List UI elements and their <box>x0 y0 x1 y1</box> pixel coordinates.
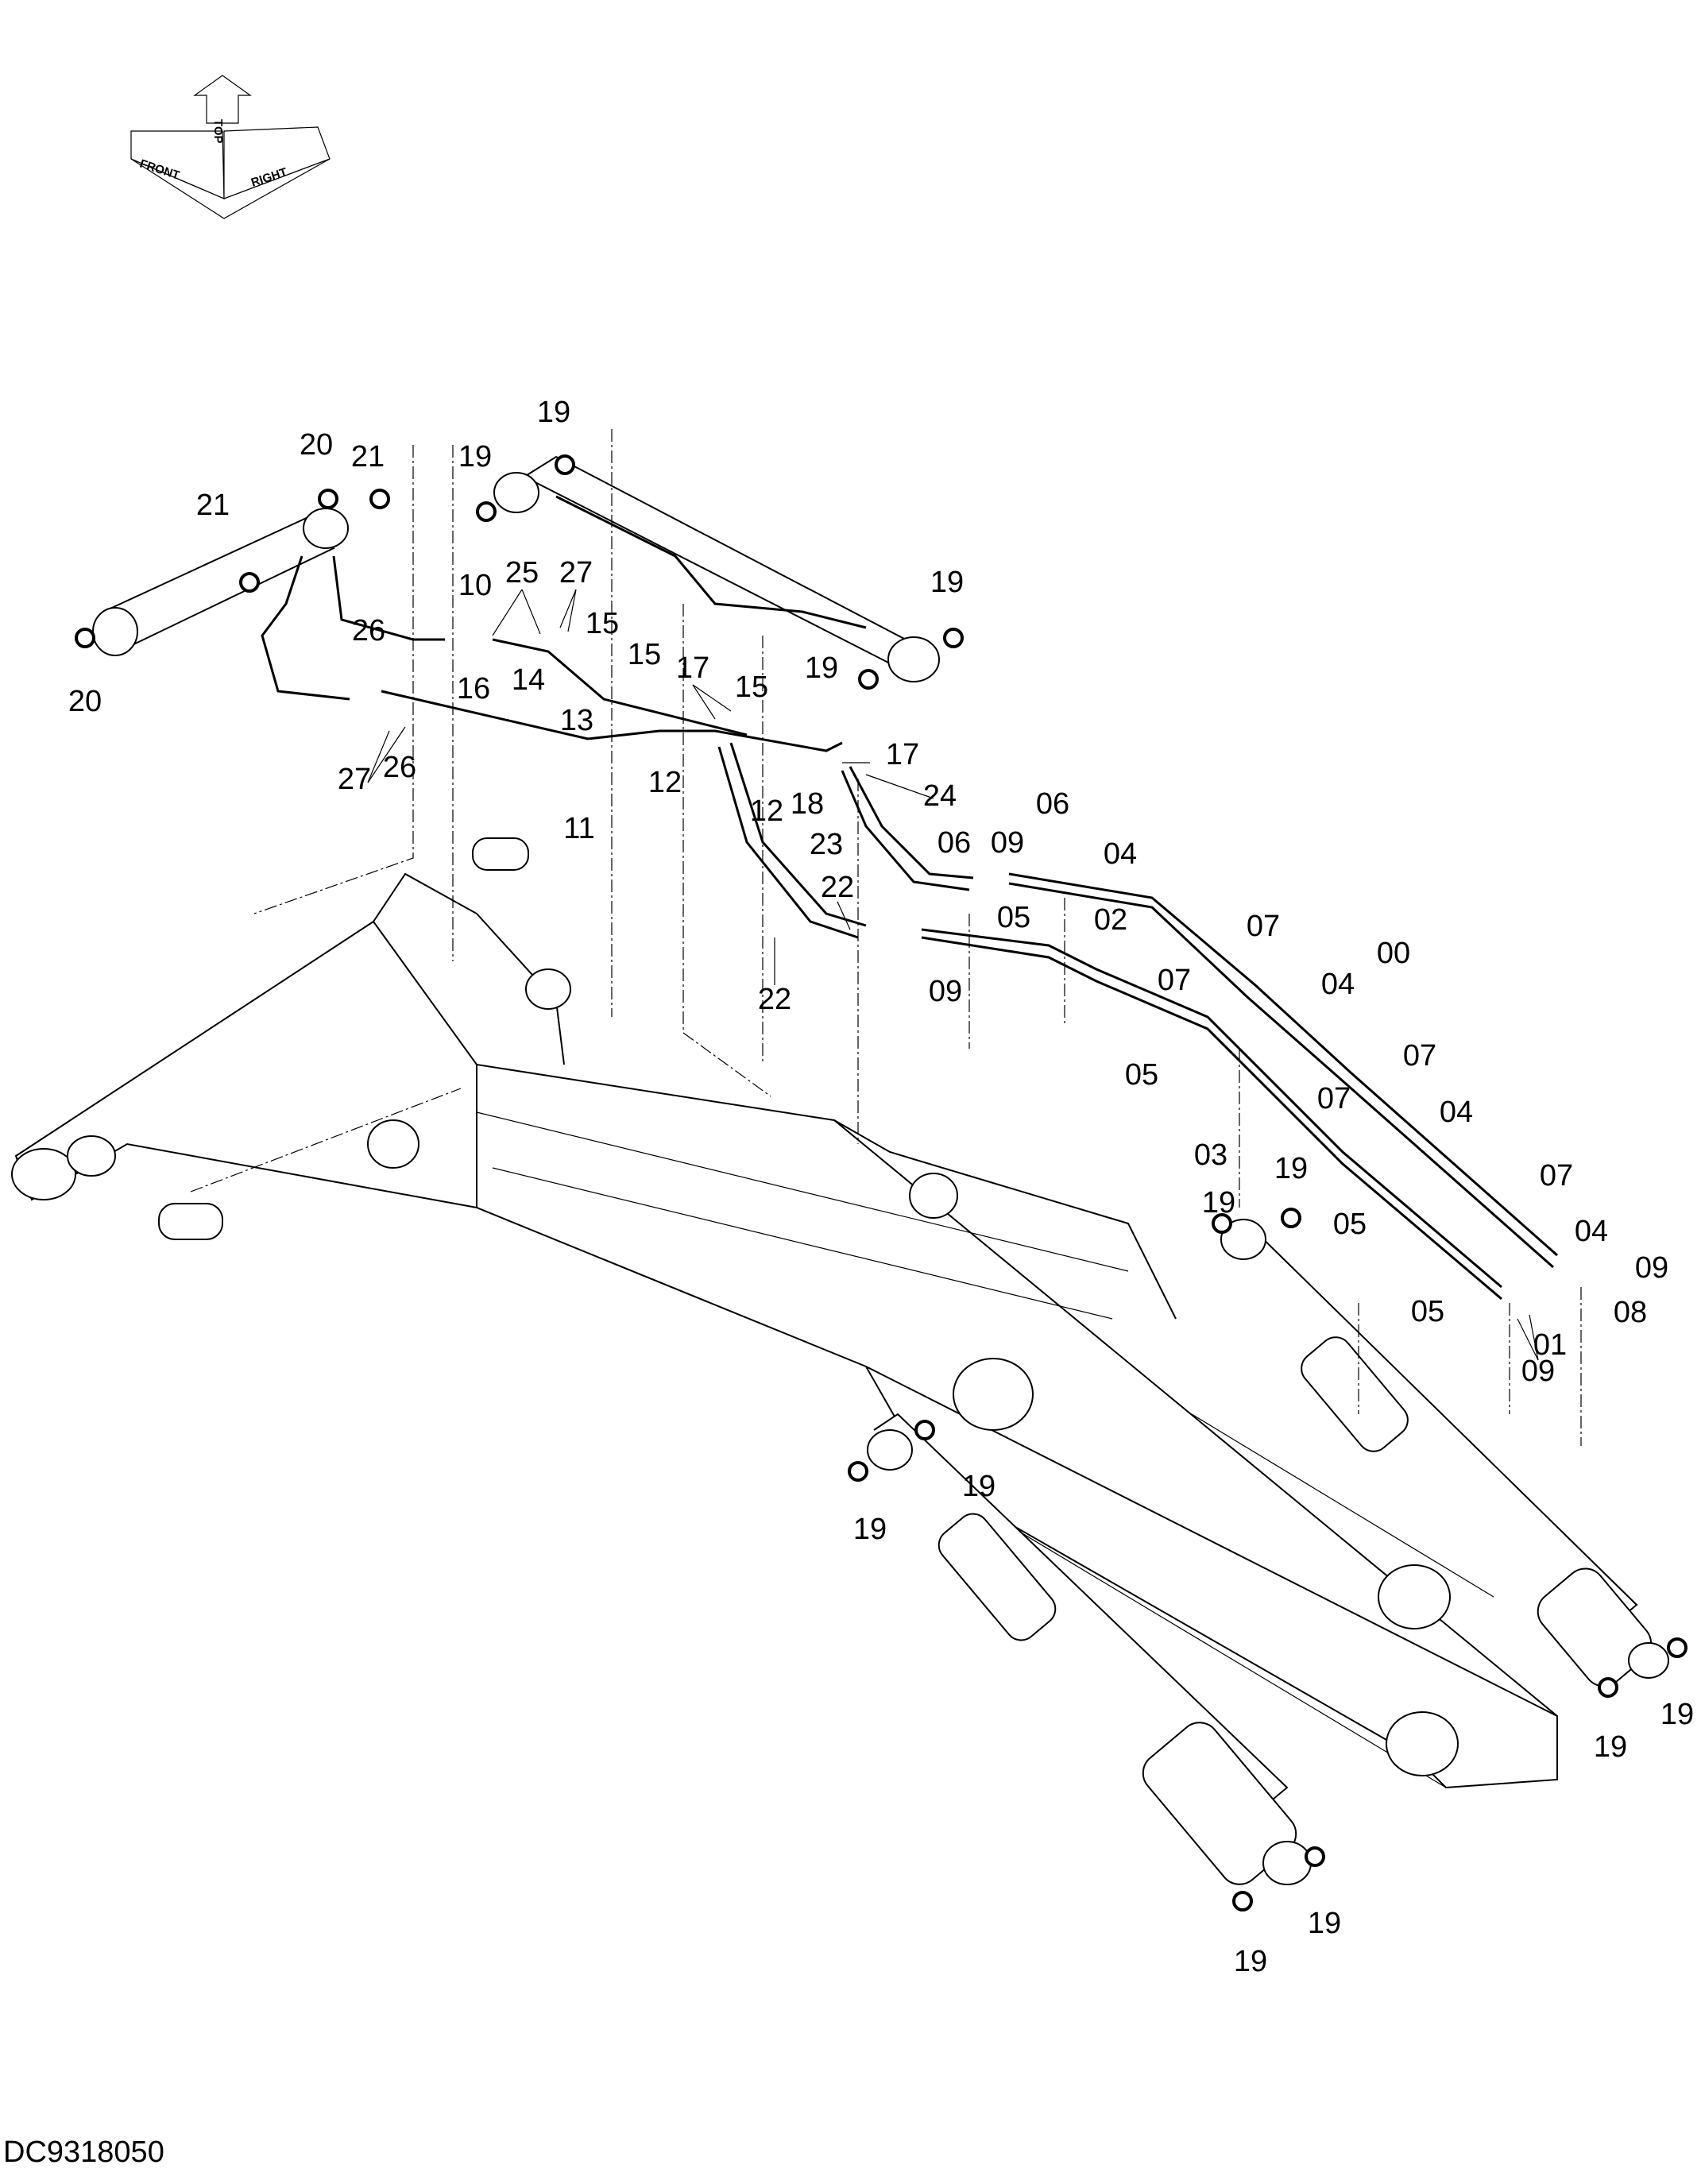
front-label: FRONT <box>138 157 181 183</box>
callout-01: 01 <box>1533 1328 1567 1362</box>
o-rings <box>75 454 1687 1911</box>
callout-19-f: 19 <box>1202 1186 1235 1220</box>
callout-19-j: 19 <box>1594 1730 1627 1764</box>
callout-19-b: 19 <box>458 440 492 474</box>
callout-02: 02 <box>1094 903 1127 937</box>
callout-09b: 09 <box>929 975 962 1008</box>
callout-05c: 05 <box>1333 1208 1367 1241</box>
right-label: RIGHT <box>249 165 289 190</box>
callout-17b: 17 <box>886 738 919 771</box>
leader-lines <box>190 429 1582 1446</box>
hydraulic-lines <box>381 638 1558 1301</box>
top-label: TOP <box>211 119 225 144</box>
callout-19-e: 19 <box>1274 1152 1308 1185</box>
callout-15c: 15 <box>735 671 768 704</box>
callout-04a: 04 <box>1104 837 1137 871</box>
callout-pointers <box>367 589 1539 1361</box>
callout-18: 18 <box>791 787 824 821</box>
callout-22a: 22 <box>821 871 854 904</box>
callout-21a: 21 <box>351 440 385 474</box>
callout-05d: 05 <box>1411 1295 1444 1328</box>
callout-27b: 27 <box>338 763 371 796</box>
callout-23: 23 <box>810 828 843 861</box>
callout-14: 14 <box>512 663 545 697</box>
callout-12b: 12 <box>750 794 783 828</box>
callout-04d: 04 <box>1575 1215 1608 1248</box>
callout-09a: 09 <box>991 826 1024 860</box>
callout-09c: 09 <box>1635 1251 1668 1285</box>
callout-21b: 21 <box>196 489 230 522</box>
callout-20a: 20 <box>300 428 333 462</box>
callout-07d: 07 <box>1317 1082 1351 1115</box>
arm-cylinder-upper <box>493 455 940 682</box>
callout-07a: 07 <box>1247 910 1280 943</box>
boom-body <box>11 837 1558 1789</box>
boom-cylinder-right <box>1220 1219 1669 1687</box>
callout-10: 10 <box>458 569 492 602</box>
callout-25: 25 <box>505 556 539 589</box>
callout-05b: 05 <box>1125 1058 1158 1092</box>
callout-12a: 12 <box>648 766 682 799</box>
callout-19-d: 19 <box>805 651 838 685</box>
callout-04b: 04 <box>1321 968 1355 1001</box>
callout-06a: 06 <box>937 826 971 860</box>
callout-19-c: 19 <box>930 566 964 599</box>
callout-27a: 27 <box>559 556 593 589</box>
callout-16: 16 <box>457 672 490 705</box>
callout-00: 00 <box>1377 937 1410 970</box>
callout-15b: 15 <box>628 638 661 671</box>
callout-24: 24 <box>923 779 957 813</box>
callout-22b: 22 <box>758 983 791 1016</box>
callout-13: 13 <box>560 704 593 737</box>
callout-20b: 20 <box>68 685 102 718</box>
callout-03: 03 <box>1194 1138 1227 1172</box>
callout-19-l: 19 <box>1234 1945 1267 1978</box>
callout-07e: 07 <box>1540 1159 1573 1193</box>
callout-19-i: 19 <box>1660 1698 1694 1731</box>
callout-05a: 05 <box>997 901 1030 934</box>
callout-19-a: 19 <box>537 396 570 429</box>
callout-15a: 15 <box>586 607 619 640</box>
callout-19-g: 19 <box>962 1470 995 1503</box>
callout-11: 11 <box>563 812 594 845</box>
boom-cylinder-lower <box>867 1413 1312 1885</box>
diagram-code: DC9318050 <box>3 2136 164 2169</box>
callout-08b: 08 <box>1614 1296 1647 1329</box>
callout-07b: 07 <box>1158 964 1191 997</box>
callout-19-k: 19 <box>1308 1907 1341 1940</box>
callout-04c: 04 <box>1440 1096 1473 1129</box>
part-callouts: 00 01 02 03 04 04 04 04 05 05 05 05 05 0… <box>68 396 1694 1978</box>
callout-07c: 07 <box>1403 1039 1436 1073</box>
callout-26b: 26 <box>383 751 416 784</box>
callout-26a: 26 <box>352 614 385 647</box>
orientation-indicator: FRONT TOP RIGHT <box>130 75 331 219</box>
callout-17a: 17 <box>676 651 709 685</box>
callout-19-h: 19 <box>853 1513 887 1546</box>
cylinder-upper-left <box>92 508 445 701</box>
callout-06b: 06 <box>1036 787 1069 821</box>
